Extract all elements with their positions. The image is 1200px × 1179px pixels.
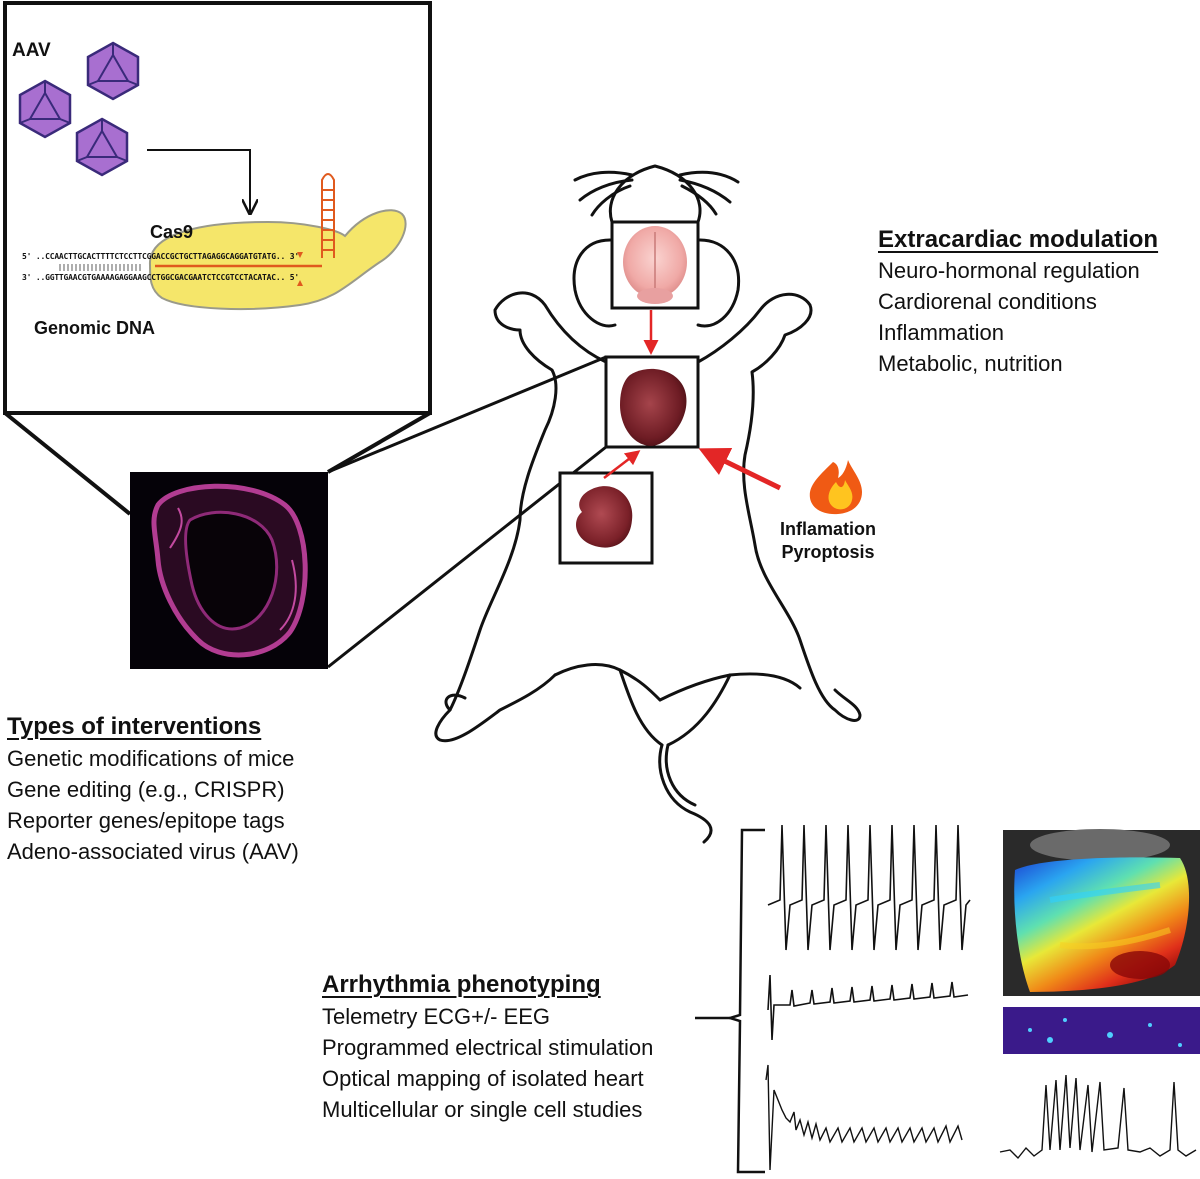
interventions-item: Adeno-associated virus (AAV) (7, 839, 299, 864)
interventions-title: Types of interventions (7, 713, 262, 740)
aav-virus-particle (75, 117, 129, 177)
interventions-item: Reporter genes/epitope tags (7, 808, 285, 833)
panel-zoom-line-left (3, 411, 132, 516)
extracardiac-item: Metabolic, nutrition (878, 351, 1063, 376)
panel-zoom-line-right (326, 411, 432, 474)
arrhythmia-item: Optical mapping of isolated heart (322, 1066, 644, 1091)
heart-tissue-section (130, 472, 328, 669)
inflammation-label-line2: Pyroptosis (781, 542, 875, 562)
optical-activation-map (1003, 829, 1200, 996)
dna-strand-bottom: 3' ..GGTTGAACGTGAAAAGAGGAAGCCTGGCGACGAAT… (22, 273, 299, 282)
extracardiac-list: Neuro-hormonal regulation Cardiorenal co… (878, 255, 1140, 379)
extracardiac-item: Inflammation (878, 320, 1004, 345)
genomic-dna-label: Genomic DNA (34, 318, 156, 338)
stimulation-trace (767, 974, 969, 1041)
crispr-panel (3, 1, 432, 516)
organ-brain (610, 220, 700, 310)
guide-rna (155, 173, 335, 268)
calcium-imaging-strip (1003, 1007, 1200, 1054)
aav-label: AAV (12, 40, 51, 61)
cut-site-marker (297, 280, 303, 286)
mouse-outline (434, 164, 862, 844)
aav-virus-particle (86, 41, 140, 101)
cas9-label: Cas9 (150, 222, 194, 242)
inflammation-label-line1: Inflamation (780, 519, 877, 539)
delivery-arrow (147, 149, 250, 212)
aav-virus-particle (18, 79, 72, 139)
interventions-item: Gene editing (e.g., CRISPR) (7, 777, 285, 802)
organ-heart (604, 355, 700, 449)
arrhythmia-item: Multicellular or single cell studies (322, 1097, 643, 1122)
arrhythmia-list: Telemetry ECG+/- EEG Programmed electric… (322, 1001, 653, 1125)
cut-site-marker (297, 252, 303, 258)
arrhythmia-bracket (695, 828, 765, 1174)
fire-icon (809, 460, 862, 515)
extracardiac-title: Extracardiac modulation (878, 226, 1159, 253)
extracardiac-item: Neuro-hormonal regulation (878, 258, 1140, 283)
arrhythmia-title: Arrhythmia phenotyping (322, 971, 601, 998)
base-pair-ticks (59, 264, 141, 271)
arrhythmia-item: Programmed electrical stimulation (322, 1035, 654, 1060)
arrhythmia-item: Telemetry ECG+/- EEG (322, 1004, 551, 1029)
optical-action-potential-trace (765, 1064, 963, 1171)
interventions-item: Genetic modifications of mice (7, 746, 295, 771)
inflammation-arrow (698, 448, 782, 491)
dna-strand-top: 5' ..CCAACTTGCACTTTTCTCCTTCGGACCGCTGCTTA… (22, 252, 299, 261)
single-cell-trace (999, 1074, 1197, 1160)
organ-crosstalk-arrows (603, 310, 659, 479)
cas9-protein (148, 209, 407, 310)
inflammation-label: Inflamation Pyroptosis (780, 518, 876, 564)
interventions-list: Genetic modifications of mice Gene editi… (7, 743, 299, 867)
ecg-trace (767, 824, 971, 951)
organ-kidney (558, 471, 654, 565)
crispr-panel-frame (3, 1, 432, 415)
extracardiac-item: Cardiorenal conditions (878, 289, 1097, 314)
